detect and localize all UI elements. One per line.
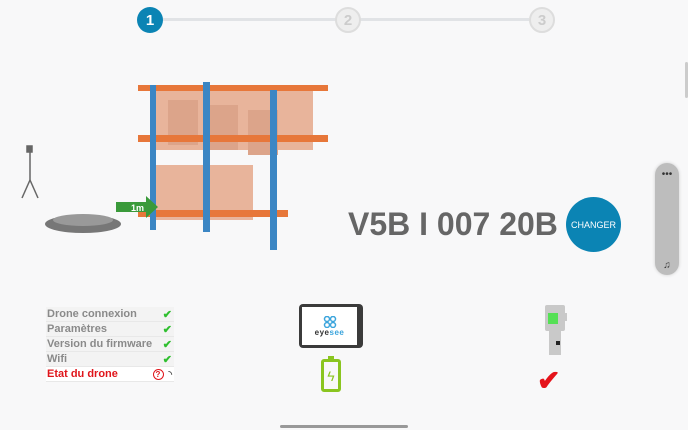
music-icon[interactable]: ♫	[663, 260, 671, 271]
help-icon[interactable]: ?	[152, 368, 164, 380]
warehouse-illustration: 1m	[21, 82, 328, 250]
checklist-item: Wifi ✔	[46, 352, 174, 367]
checklist: Drone connexion ✔ Paramètres ✔ Version du …	[46, 307, 174, 382]
distance-arrow	[116, 196, 158, 218]
rack	[138, 85, 328, 217]
checklist-item: Etat du drone ? ◝	[46, 367, 174, 382]
logo-text: see	[329, 327, 345, 337]
loading-icon: ◝	[168, 368, 173, 379]
logo-text: eye	[314, 327, 330, 337]
item-label: Wifi	[47, 353, 68, 365]
drone-code: V5B I 007 20B	[348, 206, 558, 242]
checklist-item: Drone connexion ✔	[46, 307, 174, 322]
eyesee-logo-icon	[323, 315, 336, 328]
step-1[interactable]: 1	[137, 7, 163, 33]
drone-icon	[45, 214, 121, 233]
more-icon[interactable]: •••	[661, 169, 673, 180]
tablet-icon: eyesee	[299, 304, 363, 348]
home-indicator[interactable]	[280, 425, 408, 428]
step-2[interactable]: 2	[335, 7, 361, 33]
side-panel[interactable]: ••• ♫	[655, 163, 679, 275]
stepper: 1 2 3	[137, 7, 555, 33]
changer-button[interactable]: CHANGER	[566, 197, 621, 252]
distance-label: 1m	[131, 203, 144, 213]
checklist-item: Version du firmware ✔	[46, 337, 174, 352]
check-icon: ✔	[162, 323, 172, 336]
step-3[interactable]: 3	[529, 7, 555, 33]
item-label: Etat du drone	[47, 368, 118, 380]
edge-handle[interactable]	[685, 62, 688, 98]
stepper-line	[163, 18, 343, 21]
bolt-icon: ϟ	[327, 367, 335, 384]
controller-device-icon	[545, 305, 567, 355]
stepper-line	[359, 18, 529, 21]
check-icon: ✔	[162, 353, 172, 366]
rack-posts	[150, 82, 277, 250]
check-icon: ✔	[162, 308, 172, 321]
item-label: Version du firmware	[47, 338, 153, 350]
check-icon: ✔	[162, 338, 172, 351]
boxes	[153, 90, 313, 220]
battery-charging-icon: ϟ	[321, 356, 341, 392]
item-label: Drone connexion	[47, 308, 137, 320]
red-check-icon: ✔	[537, 365, 561, 396]
item-label: Paramètres	[47, 323, 107, 335]
checklist-item: Paramètres ✔	[46, 322, 174, 337]
tripod-icon	[21, 145, 39, 199]
